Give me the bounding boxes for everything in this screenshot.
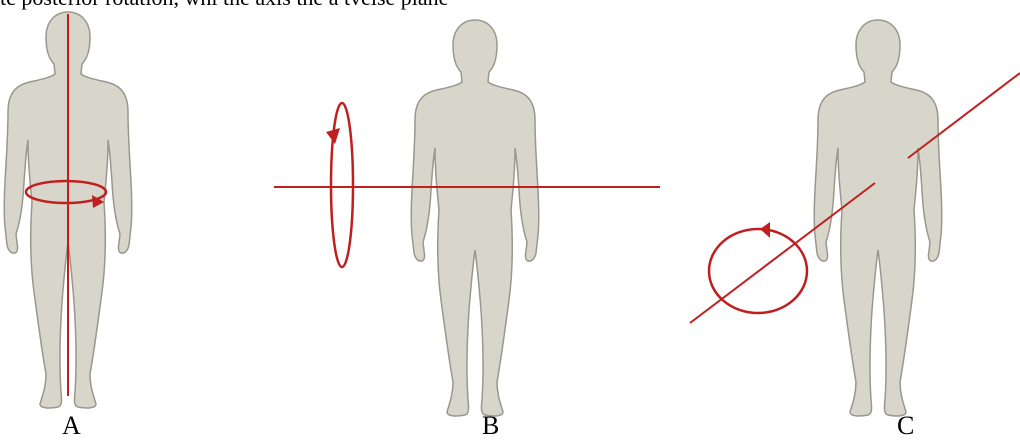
figure-label-c: C — [897, 411, 915, 440]
rotation-circle-b — [329, 101, 355, 269]
arrowhead-icon-c — [760, 222, 770, 238]
figure-a — [3, 11, 133, 409]
arrowhead-icon-a — [92, 195, 104, 208]
rotation-circle-c — [707, 227, 809, 315]
figure-c — [689, 19, 1020, 417]
human-body-b — [410, 19, 540, 417]
figure-label-b: B — [482, 411, 500, 440]
arrowhead-icon-b — [326, 128, 340, 144]
figure-label-a: A — [62, 411, 81, 440]
figure-b — [274, 19, 660, 417]
human-body-c — [813, 19, 943, 417]
rotation-circle-a — [24, 179, 108, 205]
axis-line-c-upper — [907, 72, 1020, 159]
caption-partial-text: tc posterior rotation, whi the axis the … — [0, 0, 448, 9]
